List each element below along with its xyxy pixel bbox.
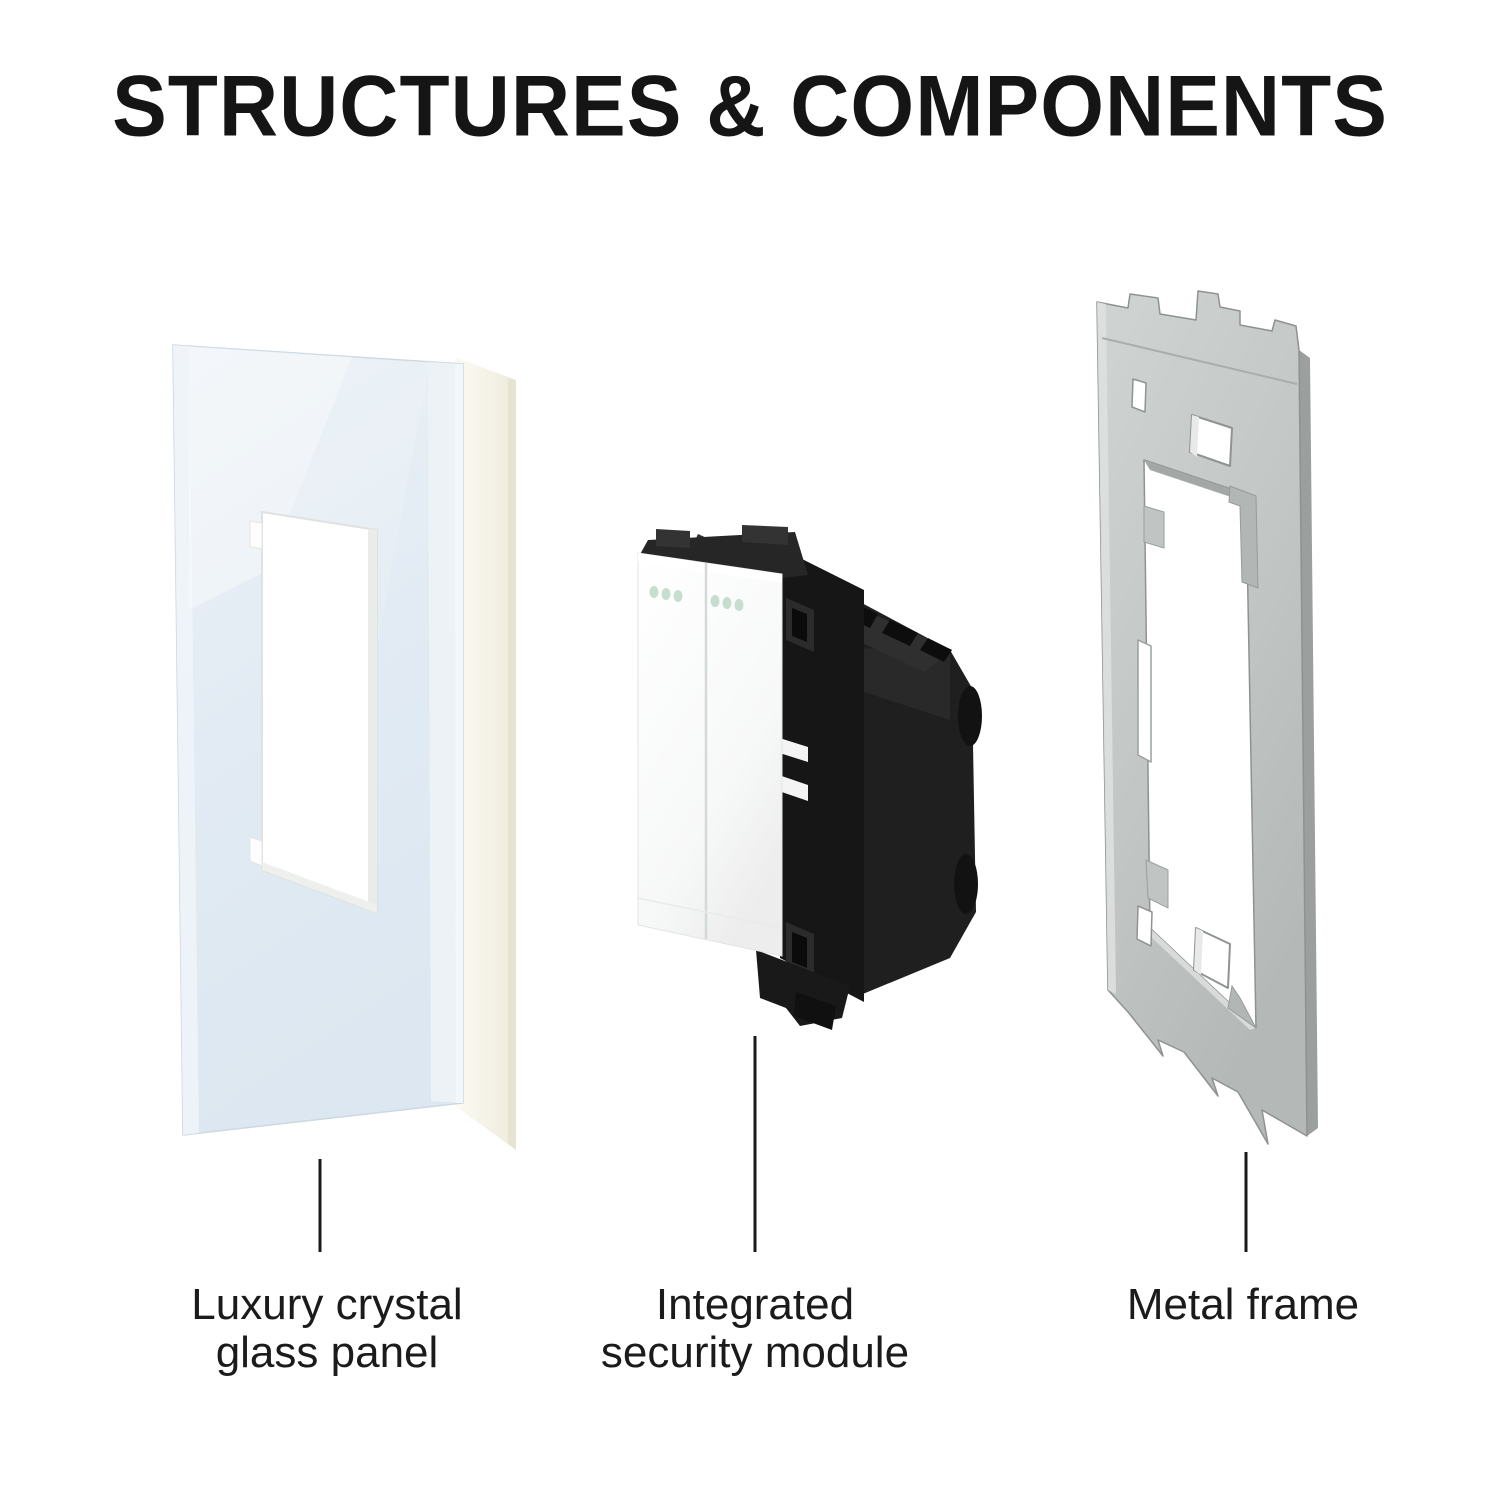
label-security-module-line2: security module — [600, 1327, 910, 1377]
page-title: STRUCTURES & COMPONENTS — [112, 59, 1388, 155]
label-security-module-line1: Integrated — [655, 1280, 855, 1329]
label-glass-panel-line2: glass panel — [215, 1327, 439, 1377]
metal-frame-illustration — [1096, 290, 1318, 1145]
label-security-module: Integrated security module — [555, 1281, 955, 1377]
security-module-illustration — [637, 525, 982, 1030]
leader-lines — [318, 1036, 1248, 1252]
label-metal-frame-line1: Metal frame — [1126, 1280, 1360, 1329]
label-glass-panel: Luxury crystal glass panel — [147, 1281, 507, 1377]
label-metal-frame: Metal frame — [1063, 1281, 1423, 1329]
label-glass-panel-line1: Luxury crystal — [191, 1280, 463, 1329]
glass-panel-illustration — [172, 344, 516, 1150]
